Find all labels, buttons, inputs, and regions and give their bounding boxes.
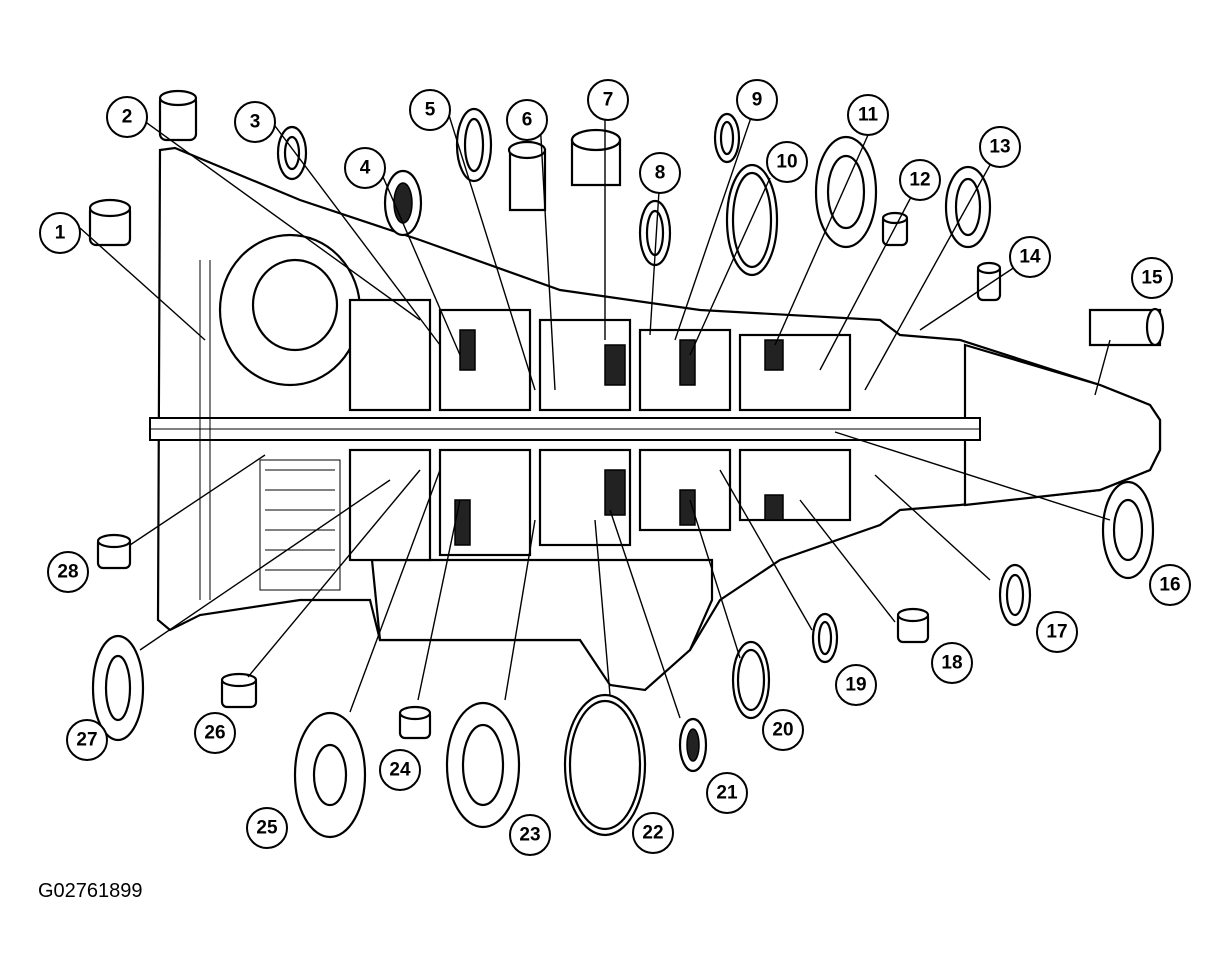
callout-4: 4 (344, 147, 386, 189)
clutch-packs-lower (348, 448, 852, 562)
svg-text:6: 6 (522, 110, 533, 131)
callout-3: 3 (234, 101, 276, 143)
part-6-sleeve (507, 140, 547, 212)
svg-text:4: 4 (360, 158, 371, 179)
svg-text:25: 25 (256, 818, 278, 839)
callout-18: 18 (931, 642, 973, 684)
callout-6: 6 (506, 99, 548, 141)
part-15-sleeve (1088, 307, 1165, 347)
svg-text:3: 3 (250, 112, 261, 133)
callout-10: 10 (766, 141, 808, 183)
transmission-housing (149, 146, 1162, 692)
callout-5: 5 (409, 89, 451, 131)
callout-9: 9 (736, 79, 778, 121)
part-1-bushing (88, 198, 132, 247)
svg-text:27: 27 (76, 730, 97, 751)
part-7-bushing (570, 128, 622, 187)
svg-text:9: 9 (752, 90, 763, 111)
svg-text:24: 24 (389, 760, 411, 781)
part-28-bushing (96, 533, 132, 570)
svg-text:12: 12 (909, 170, 930, 191)
svg-text:21: 21 (716, 783, 738, 804)
loose-parts (88, 89, 1165, 839)
callout-26: 26 (194, 712, 236, 754)
callout-16: 16 (1149, 564, 1191, 606)
svg-text:15: 15 (1141, 268, 1163, 289)
callout-2: 2 (106, 96, 148, 138)
svg-text:16: 16 (1159, 575, 1180, 596)
callout-13: 13 (979, 126, 1021, 168)
clutch-packs-upper (348, 298, 852, 412)
svg-text:20: 20 (772, 720, 793, 741)
svg-text:28: 28 (57, 562, 78, 583)
svg-text:13: 13 (989, 137, 1010, 158)
part-18-bushing (896, 607, 930, 644)
callout-22: 22 (632, 812, 674, 854)
svg-text:8: 8 (655, 163, 666, 184)
callout-23: 23 (509, 814, 551, 856)
part-26-bushing (220, 672, 258, 709)
svg-text:18: 18 (941, 653, 962, 674)
callout-1: 1 (39, 212, 81, 254)
part-2-bushing (158, 89, 198, 142)
svg-text:5: 5 (425, 100, 436, 121)
callouts: 1 2 3 4 5 6 7 8 9 10 11 12 13 14 15 16 1… (39, 79, 1191, 856)
svg-text:17: 17 (1046, 622, 1067, 643)
callout-15: 15 (1131, 257, 1173, 299)
callout-25: 25 (246, 807, 288, 849)
svg-text:1: 1 (55, 223, 66, 244)
part-14-bushing (976, 261, 1002, 302)
svg-text:7: 7 (603, 90, 614, 111)
figure-code: G02761899 (38, 880, 143, 902)
callout-17: 17 (1036, 611, 1078, 653)
callout-11: 11 (847, 94, 889, 136)
part-24-bushing (398, 705, 432, 740)
callout-19: 19 (835, 664, 877, 706)
svg-text:19: 19 (845, 675, 866, 696)
leader-lines (79, 99, 1111, 719)
callout-14: 14 (1009, 236, 1051, 278)
callout-21: 21 (706, 772, 748, 814)
svg-text:14: 14 (1019, 247, 1041, 268)
callout-20: 20 (762, 709, 804, 751)
svg-text:26: 26 (204, 723, 225, 744)
callout-28: 28 (47, 551, 89, 593)
callout-12: 12 (899, 159, 941, 201)
callout-27: 27 (66, 719, 108, 761)
callout-8: 8 (639, 152, 681, 194)
svg-text:11: 11 (858, 105, 879, 126)
svg-text:22: 22 (642, 823, 663, 844)
svg-text:2: 2 (122, 107, 133, 128)
callout-24: 24 (379, 749, 421, 791)
svg-text:23: 23 (519, 825, 540, 846)
svg-text:10: 10 (776, 152, 797, 173)
callout-7: 7 (587, 79, 629, 121)
